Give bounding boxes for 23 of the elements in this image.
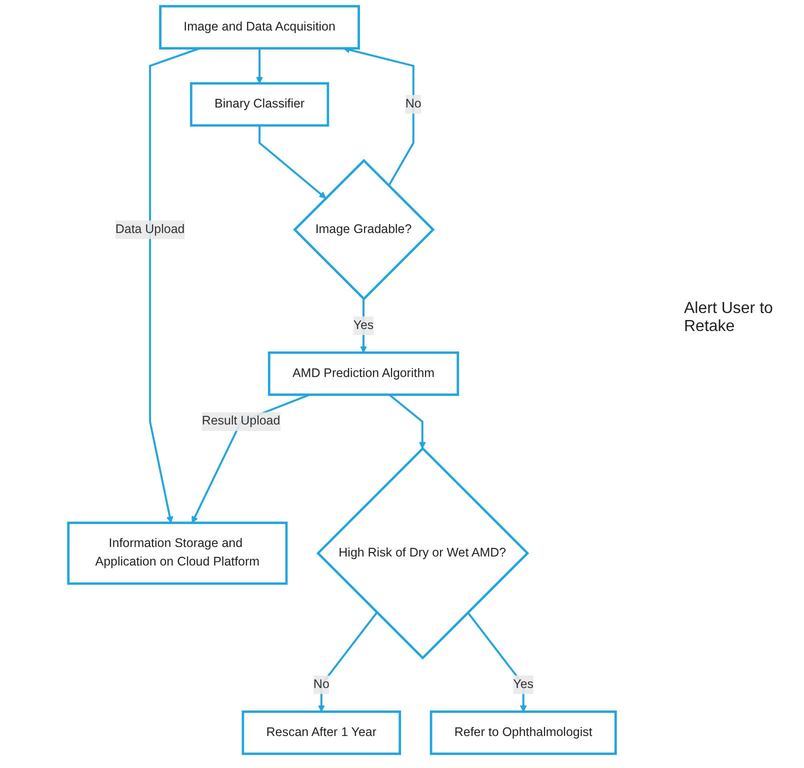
node-box: Refer to Ophthalmologist bbox=[430, 710, 617, 755]
node-box: AMD Prediction Algorithm bbox=[268, 351, 460, 396]
node-box: Information Storage and Application on Cloud Platform bbox=[67, 522, 288, 585]
edge-label: Yes bbox=[353, 318, 374, 332]
arrow bbox=[192, 394, 310, 524]
edge-label: Result Upload bbox=[202, 414, 280, 428]
node-box: Binary Classifier bbox=[190, 82, 330, 127]
arrow bbox=[318, 612, 378, 712]
arrow bbox=[388, 394, 426, 449]
arrow bbox=[256, 48, 263, 84]
arrow bbox=[467, 612, 527, 712]
node-diamond: High Risk of Dry or Wet AMD? bbox=[316, 446, 530, 660]
note-text: Alert User to Retake bbox=[684, 300, 774, 336]
edge-label: Data Upload bbox=[115, 222, 185, 236]
node-box: Rescan After 1 Year bbox=[242, 710, 402, 755]
node-box: Image and Data Acquisition bbox=[159, 5, 360, 50]
arrow bbox=[149, 47, 200, 524]
edge-label: Yes bbox=[513, 678, 534, 692]
edge-label: No bbox=[405, 97, 422, 111]
node-diamond: Image Gradable? bbox=[293, 158, 435, 301]
arrow bbox=[258, 125, 326, 199]
arrow bbox=[360, 298, 367, 353]
edge-label: No bbox=[313, 678, 330, 692]
